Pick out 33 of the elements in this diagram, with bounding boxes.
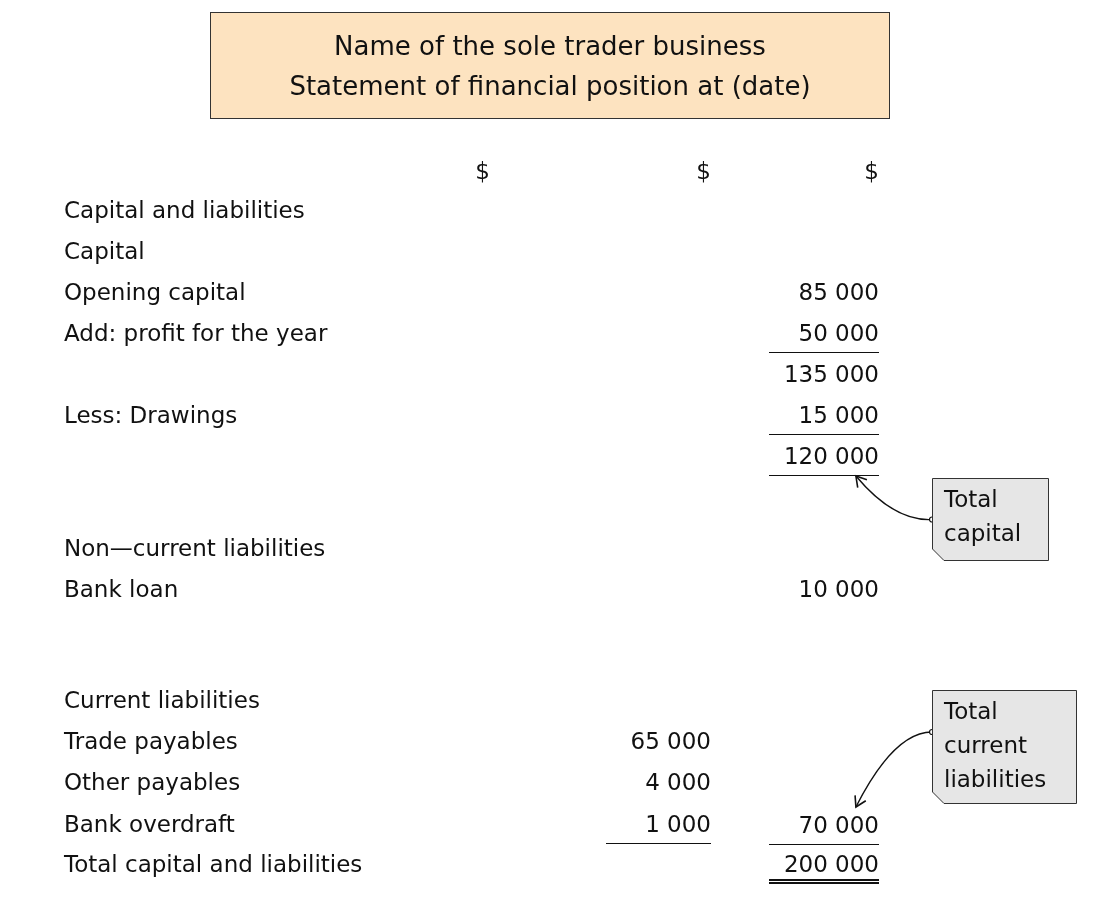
currency-header: $	[474, 157, 490, 186]
title-box	[210, 12, 890, 119]
row-label: Less: Drawings	[64, 401, 239, 430]
currency-header: $	[695, 157, 711, 186]
row-label: Bank overdraft	[64, 810, 236, 839]
total-amount: 120 000	[769, 438, 879, 476]
row-label: Current liabilities	[64, 686, 261, 715]
title-text: Name of the sole trader business	[334, 29, 766, 63]
row-label: Total capital and liabilities	[64, 850, 364, 879]
amount: 65 000	[629, 727, 711, 756]
row-label: Bank loan	[64, 575, 180, 604]
row-label: Other payables	[64, 768, 242, 797]
row-label: Non—current liabilities	[64, 534, 327, 563]
total-amount: 70 000	[769, 807, 879, 845]
amount: 200 000	[769, 846, 879, 884]
row-label: Opening capital	[64, 278, 247, 307]
amount: 1 000	[606, 806, 711, 844]
amount: 135 000	[782, 360, 879, 389]
callout-box	[932, 690, 1077, 804]
callout-text: Total current liabilities	[944, 698, 1047, 792]
callout-box	[932, 478, 1049, 561]
currency-header: $	[863, 157, 879, 186]
row-label: Capital	[64, 237, 146, 266]
row-label: Capital and liabilities	[64, 196, 306, 225]
amount: 85 000	[797, 278, 879, 307]
row-label: Trade payables	[64, 727, 239, 756]
row-label: Add: profit for the year	[64, 319, 329, 348]
amount: 50 000	[769, 315, 879, 353]
amount: 4 000	[644, 768, 711, 797]
callout-text: Total capital	[944, 486, 1022, 546]
amount: 10 000	[797, 575, 879, 604]
amount: 15 000	[769, 397, 879, 435]
title-text: Statement of financial position at (date)	[289, 69, 811, 103]
